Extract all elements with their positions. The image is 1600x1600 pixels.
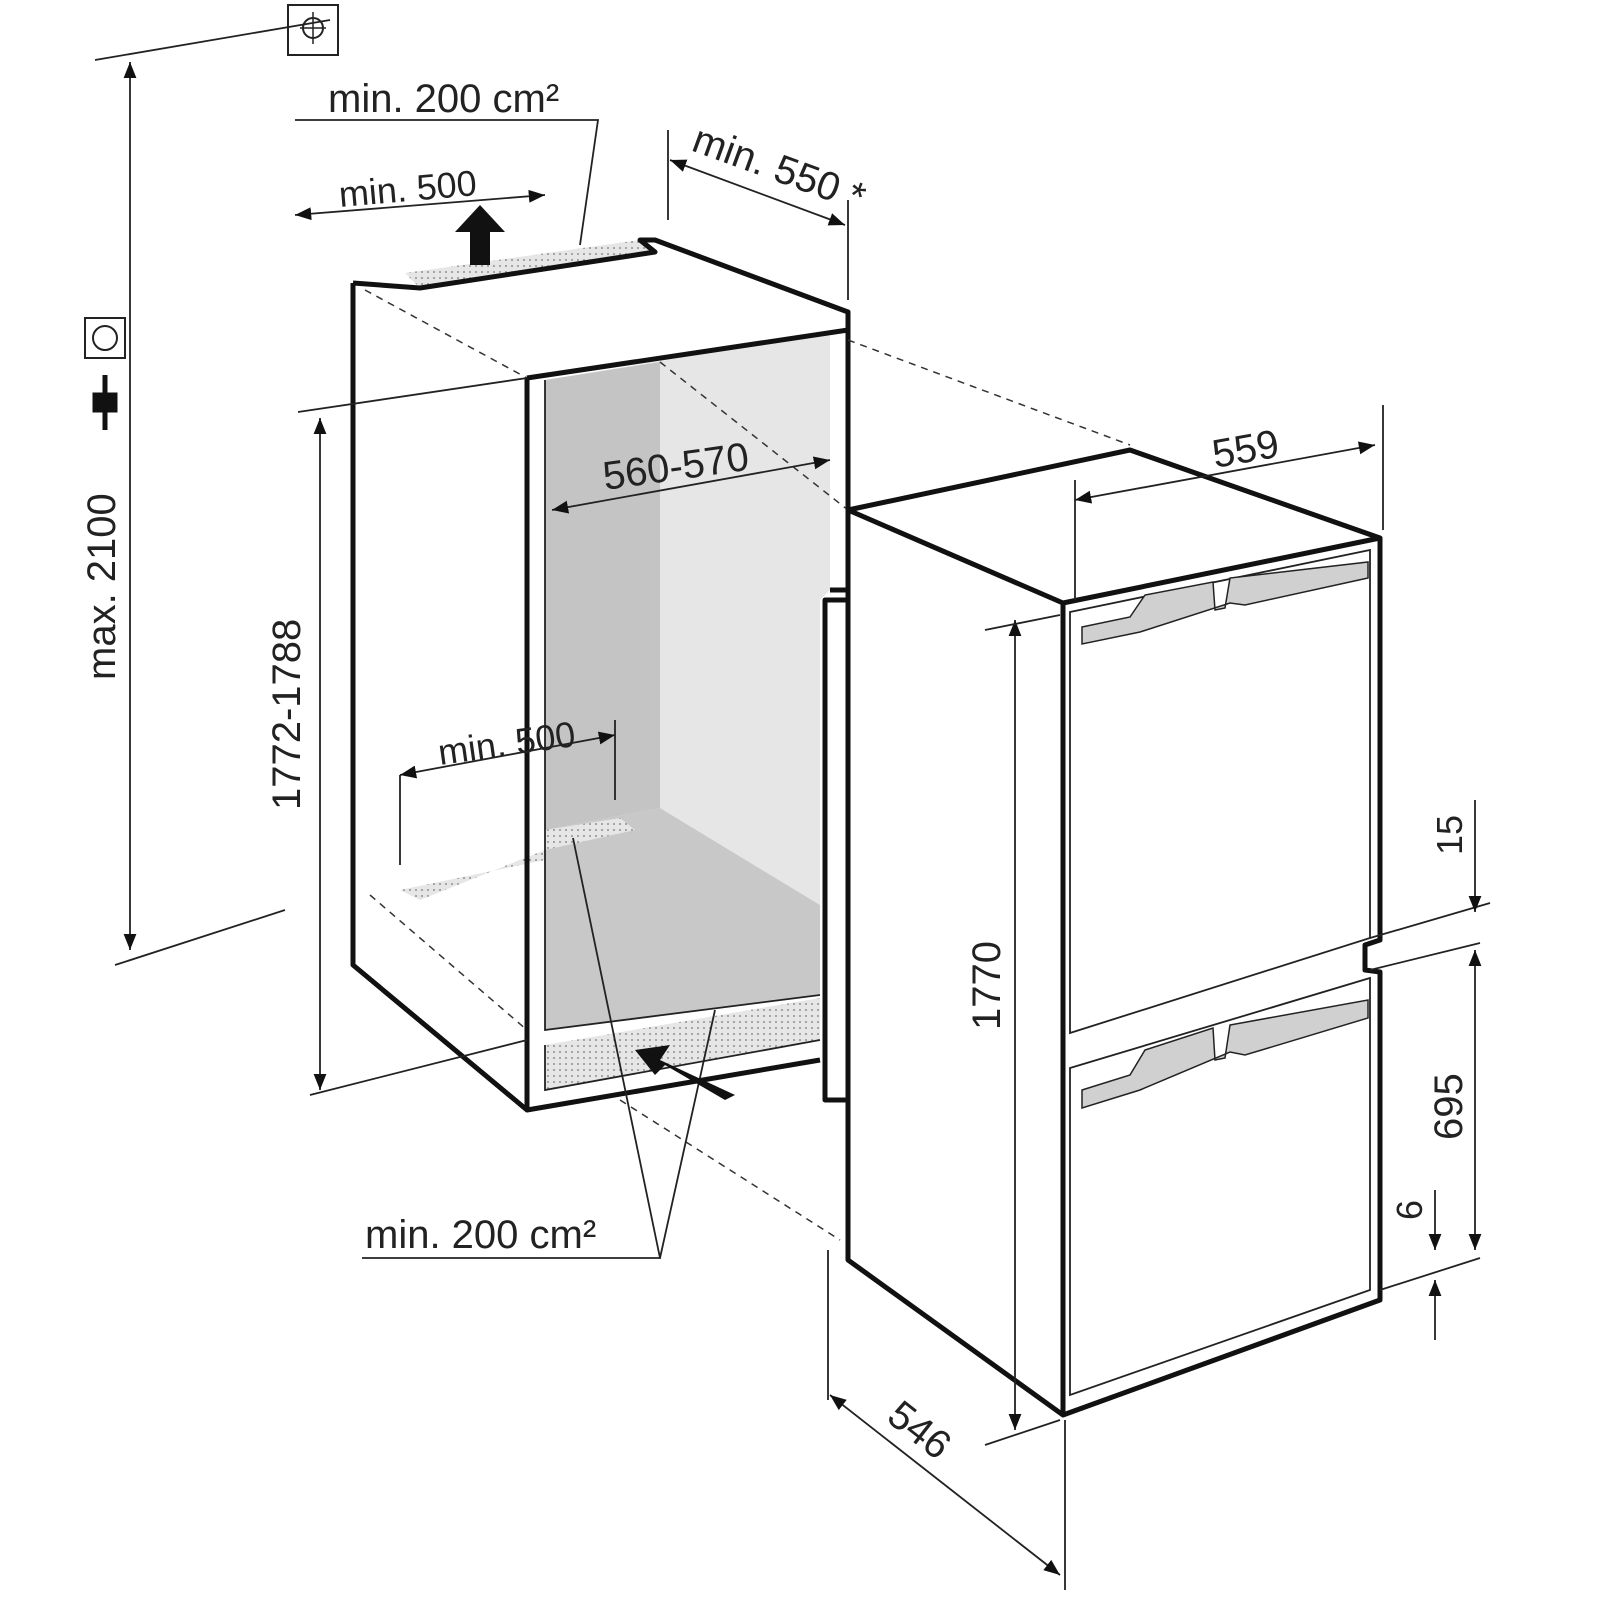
- appliance-depth-dimension: [829, 1394, 1061, 1576]
- bottom-vent-area-leader: [362, 837, 716, 1259]
- niche-height-label: 1772-1788: [265, 619, 309, 810]
- air-in-arrow: [635, 1045, 735, 1100]
- niche-back-wall: [545, 362, 660, 830]
- top-vent-width-dimension: [294, 189, 546, 221]
- power-plug-icon: [92, 375, 118, 430]
- top-vent-grille: [405, 240, 655, 288]
- fridge-appliance: [822, 447, 1383, 1418]
- bottom-vent-width-extension-lines: [399, 720, 616, 865]
- lower-door-handle: [1081, 999, 1369, 1110]
- air-out-arrow: [455, 205, 505, 265]
- bottom-vent-grille: [545, 998, 820, 1090]
- bottom-vent-width-dimension: [399, 731, 616, 779]
- niche-width-dimension: [551, 456, 831, 514]
- depth-min-extension-lines: [667, 130, 849, 300]
- niche-inner-edges: [544, 380, 821, 1092]
- top-vent-area-label: min. 200 cm²: [328, 77, 559, 121]
- fridge-side-panel: [822, 597, 848, 1103]
- appliance-depth-extension-lines: [827, 1250, 1066, 1590]
- appliance-width-dimension: [1074, 441, 1376, 504]
- dimension-lines: [94, 19, 1491, 1590]
- lower-door-height-label: 695: [1427, 1073, 1471, 1140]
- depth-min-label: min. 550 *: [687, 117, 871, 220]
- appliance-height-label: 1770: [965, 941, 1009, 1030]
- appliance-width-label: 559: [1209, 422, 1282, 477]
- top-vent-width-label: min. 500: [337, 162, 478, 215]
- appliance-depth-label: 546: [879, 1392, 959, 1468]
- fridge-doors: [1069, 548, 1371, 1397]
- niche-outline: [350, 237, 851, 1113]
- max-height-label: max. 2100: [80, 493, 124, 680]
- appliance-width-extension-lines: [1074, 405, 1384, 600]
- projection-lines: [364, 289, 1131, 1241]
- gap-bottom-label: 6: [1389, 1200, 1430, 1220]
- upper-door-handle: [1081, 561, 1369, 645]
- gap-top-label: 15: [1429, 815, 1470, 855]
- depth-min-dimension: [669, 159, 846, 226]
- niche-height-extension-lines: [297, 377, 528, 1096]
- floor-vent: [400, 818, 635, 900]
- water-connection-icon: [287, 4, 339, 56]
- bottom-vent-area-label: min. 200 cm²: [365, 1213, 596, 1257]
- max-height-extension-lines: [94, 19, 331, 966]
- top-vent-area-leader: [295, 119, 600, 246]
- niche-floor: [545, 808, 820, 1030]
- power-socket-icon: [84, 317, 126, 359]
- fridge-body-outline: [845, 447, 1383, 1418]
